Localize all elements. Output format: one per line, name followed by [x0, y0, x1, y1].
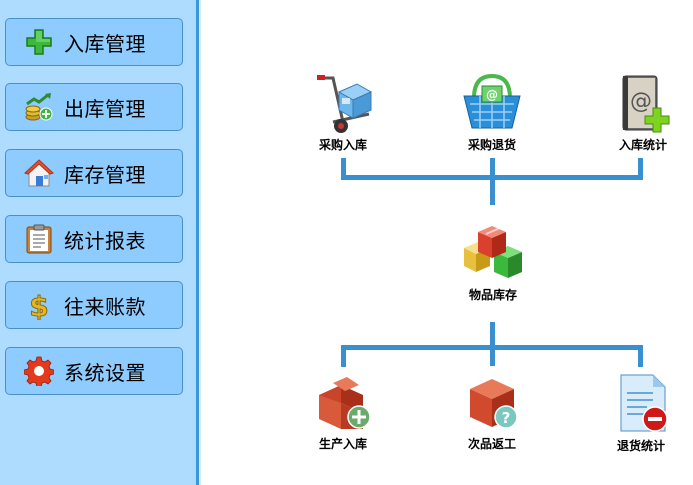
- purchase-in-button[interactable]: 采购入库: [308, 72, 378, 153]
- flow-item-label: 退货统计: [616, 439, 665, 453]
- flow-item-label: 物品库存: [468, 288, 517, 302]
- hand-truck-icon: [308, 72, 378, 134]
- flow-item-label: 次品返工: [467, 437, 516, 451]
- connector-line: [490, 158, 495, 180]
- address-book-add-icon: @: [608, 72, 678, 134]
- connector-line: [490, 322, 495, 366]
- gear-icon: [24, 356, 54, 386]
- box-add-icon: [308, 373, 378, 433]
- sidebar-item-label: 库存管理: [64, 162, 146, 187]
- connector-line: [638, 345, 643, 367]
- sidebar-item-inventory[interactable]: 库存管理: [5, 149, 183, 197]
- connector-line: [638, 158, 643, 180]
- sidebar-item-stock-in[interactable]: 入库管理: [5, 18, 183, 66]
- defect-rework-button[interactable]: ? 次品返工: [456, 373, 528, 452]
- connector-line: [341, 345, 346, 367]
- dollar-icon: $: [24, 290, 54, 320]
- connector-line: [341, 345, 643, 350]
- sidebar-item-settings[interactable]: 系统设置: [5, 347, 183, 395]
- sidebar-divider: [196, 0, 199, 485]
- svg-text:@: @: [630, 89, 652, 114]
- sidebar-item-label: 入库管理: [64, 31, 146, 56]
- house-icon: [24, 158, 54, 188]
- sidebar-item-label: 往来账款: [64, 294, 146, 319]
- production-in-button[interactable]: 生产入库: [308, 373, 378, 452]
- sidebar-divider-highlight: [199, 0, 201, 485]
- stacked-boxes-icon: [455, 222, 531, 284]
- connector-line: [341, 158, 346, 180]
- plus-icon: [24, 27, 54, 57]
- return-stats-button[interactable]: 退货统计: [606, 373, 676, 454]
- clipboard-icon: [24, 224, 54, 254]
- flow-item-label: 生产入库: [318, 437, 367, 451]
- sidebar: 入库管理 出库管理 库存管理: [0, 0, 196, 485]
- money-chart-icon: [24, 92, 54, 122]
- connector-line: [490, 175, 495, 205]
- box-help-icon: ?: [456, 373, 528, 433]
- sidebar-item-accounts[interactable]: $ 往来账款: [5, 281, 183, 329]
- sidebar-item-stock-out[interactable]: 出库管理: [5, 83, 183, 131]
- sidebar-item-label: 出库管理: [64, 96, 146, 121]
- stock-in-stats-button[interactable]: @ 入库统计: [608, 72, 678, 153]
- flow-item-label: 采购入库: [318, 138, 367, 152]
- document-remove-icon: [606, 373, 676, 435]
- svg-text:?: ?: [502, 409, 511, 427]
- sidebar-item-label: 系统设置: [64, 360, 146, 385]
- svg-text:@: @: [486, 88, 498, 102]
- flow-item-label: 采购退货: [467, 138, 516, 152]
- flow-item-label: 入库统计: [618, 138, 667, 152]
- sidebar-item-reports[interactable]: 统计报表: [5, 215, 183, 263]
- purchase-return-button[interactable]: @ 采购退货: [456, 72, 528, 153]
- svg-text:$: $: [29, 290, 48, 320]
- shopping-basket-icon: @: [456, 72, 528, 134]
- sidebar-item-label: 统计报表: [64, 228, 146, 253]
- inventory-button[interactable]: 物品库存: [455, 222, 531, 303]
